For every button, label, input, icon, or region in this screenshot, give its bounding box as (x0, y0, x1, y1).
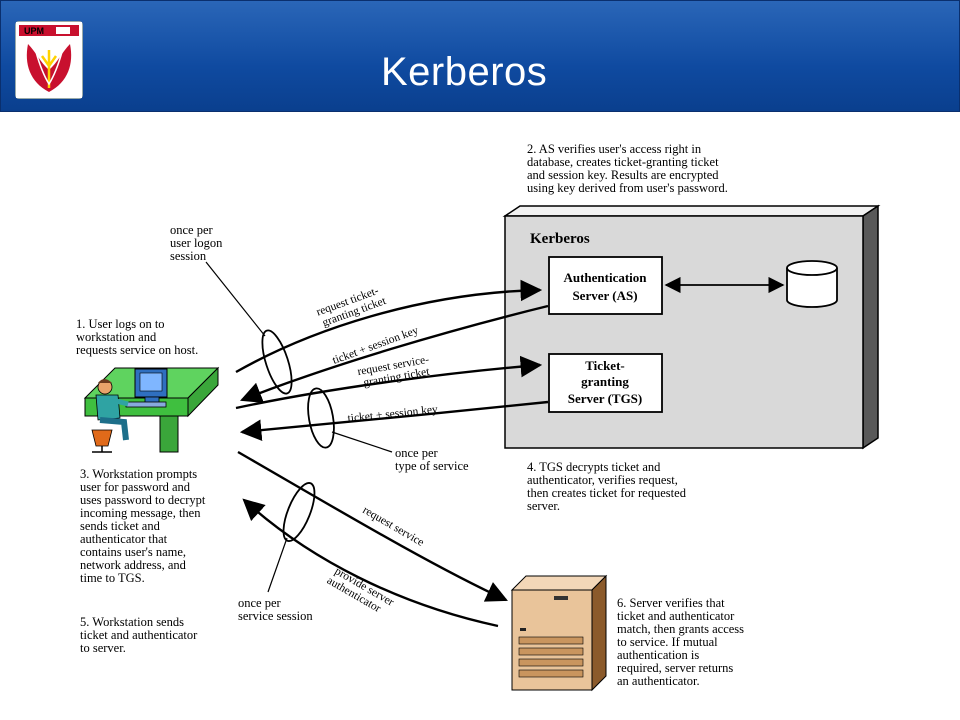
step-1-note: 1. User logs on to workstation and reque… (76, 317, 198, 357)
logo-text: UPM (24, 26, 44, 36)
session-ellipses (261, 329, 335, 542)
step-1-line: 1. User logs on to (76, 317, 165, 331)
step-6-line: an authenticator. (617, 674, 700, 688)
step-6-note: 6. Server verifies that ticket and authe… (617, 596, 744, 688)
arrow-request-service (237, 450, 508, 602)
workstation-user-icon (83, 366, 220, 453)
arrow-request-sgt (235, 355, 543, 410)
database-icon (786, 260, 838, 308)
as-label-line: Server (AS) (572, 288, 637, 303)
session-label-service-session: once per (238, 596, 282, 610)
step-5-note: 5. Workstation sends ticket and authenti… (80, 615, 198, 655)
session-pointers (205, 261, 393, 593)
step-6-line: 6. Server verifies that (617, 596, 725, 610)
step-3-line: contains user's name, (80, 545, 186, 559)
step-3-line: network address, and (80, 558, 187, 572)
session-label-logon: once per (170, 223, 214, 237)
session-label-service-type: type of service (395, 459, 469, 473)
arrow-provide-authenticator (242, 498, 499, 628)
arrow-ticket-session-key-2 (239, 400, 549, 441)
step-5-line: to server. (80, 641, 126, 655)
protocol-arrows (235, 279, 549, 628)
session-label-service-type: once per (395, 446, 439, 460)
session-ellipse-service-session (282, 482, 316, 542)
step-6-line: required, server returns (617, 661, 733, 675)
step-5-line: 5. Workstation sends (80, 615, 184, 629)
step-4-line: 4. TGS decrypts ticket and (527, 460, 661, 474)
step-3-line: uses password to decrypt (80, 493, 206, 507)
step-1-line: workstation and (76, 330, 157, 344)
step-4-line: then creates ticket for requested (527, 486, 687, 500)
session-label-service-session: service session (238, 609, 313, 623)
step-6-line: match, then grants access (617, 622, 744, 636)
step-3-line: authenticator that (80, 532, 168, 546)
step-6-line: to service. If mutual (617, 635, 718, 649)
kerberos-box-title: Kerberos (530, 231, 590, 247)
step-2-line: using key derived from user's password. (527, 181, 728, 195)
arrow-ticket-session-key-1 (239, 304, 549, 403)
page-title: Kerberos (381, 50, 548, 94)
step-2-line: and session key. Results are encrypted (527, 168, 719, 182)
server-tower-icon (510, 574, 608, 692)
session-label-logon: session (170, 249, 207, 263)
step-6-line: authentication is (617, 648, 699, 662)
title-bar: UPM Kerberos (0, 0, 960, 112)
tgs-box: Ticket- granting Server (TGS) (548, 353, 663, 413)
step-2-note: 2. AS verifies user's access right in da… (527, 142, 728, 195)
arrow-request-tgt (235, 279, 543, 374)
step-2-line: database, creates ticket-granting ticket (527, 155, 719, 169)
step-1-line: requests service on host. (76, 343, 198, 357)
kerberos-diagram: Kerberos Authentication Server (AS) Tick… (76, 142, 881, 692)
upm-logo: UPM (15, 21, 83, 99)
session-label-logon: user logon (170, 236, 223, 250)
arrow-label-ticket-key-2: ticket + session key (347, 404, 438, 425)
step-3-line: user for password and (80, 480, 191, 494)
step-3-line: incoming message, then (80, 506, 201, 520)
step-3-note: 3. Workstation prompts user for password… (80, 467, 206, 585)
session-ellipse-logon (261, 329, 293, 395)
step-4-line: server. (527, 499, 560, 513)
step-3-line: sends ticket and (80, 519, 161, 533)
tgs-label-line: Ticket- (585, 358, 624, 373)
step-4-note: 4. TGS decrypts ticket and authenticator… (527, 460, 687, 513)
tgs-label-line: Server (TGS) (568, 391, 643, 406)
step-6-line: ticket and authenticator (617, 609, 735, 623)
step-3-line: 3. Workstation prompts (80, 467, 197, 481)
step-5-line: ticket and authenticator (80, 628, 198, 642)
step-4-line: authenticator, verifies request, (527, 473, 678, 487)
upm-logo-icon: UPM (16, 22, 82, 98)
step-2-line: 2. AS verifies user's access right in (527, 142, 702, 156)
session-ellipse-service-type (307, 387, 335, 449)
step-3-line: time to TGS. (80, 571, 145, 585)
as-label-line: Authentication (563, 270, 647, 285)
kerberos-box (502, 204, 881, 450)
tgs-label-line: granting (581, 374, 629, 389)
authentication-server-box: Authentication Server (AS) (548, 256, 663, 315)
